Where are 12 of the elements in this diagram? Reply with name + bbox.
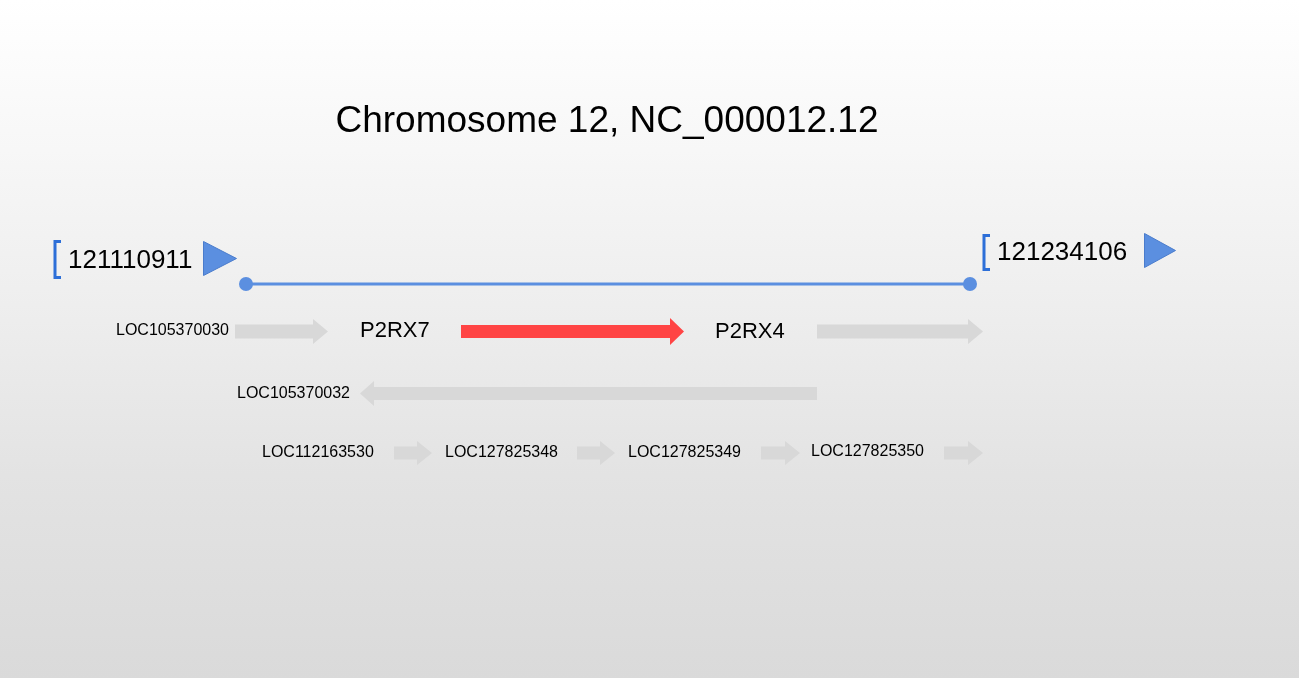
gene-label: P2RX7 — [360, 318, 430, 341]
gene-arrow — [461, 318, 684, 345]
gene-label: LOC127825350 — [811, 443, 924, 460]
coordinate-label: 121234106 — [997, 238, 1128, 264]
gene-label: LOC105370032 — [237, 385, 350, 402]
gene-label: LOC127825348 — [445, 444, 558, 461]
diagram-title: Chromosome 12, NC_000012.12 — [335, 101, 879, 138]
gene-label: LOC127825349 — [628, 444, 741, 461]
gene-label: LOC105370030 — [116, 322, 229, 339]
coordinate-label: 121110911 — [68, 246, 193, 272]
gene-label: P2RX4 — [715, 319, 785, 342]
gene-label: LOC112163530 — [262, 444, 374, 461]
